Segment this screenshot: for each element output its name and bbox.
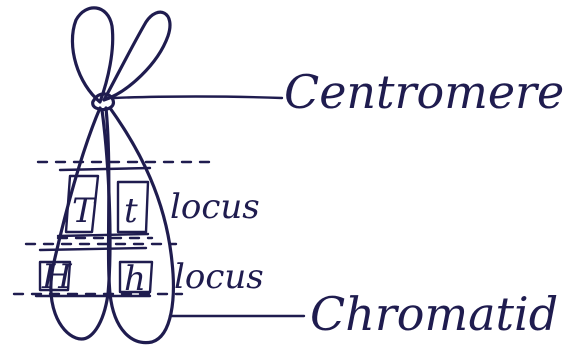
left-upper-arm [72, 8, 112, 102]
locus-label-2: locus [174, 257, 264, 297]
right-upper-arm [104, 12, 170, 100]
chromatid-label: Chromatid [310, 287, 558, 341]
locus-1-top-mark [60, 168, 150, 170]
allele-T: T [72, 191, 97, 231]
locus-label-1: locus [170, 187, 260, 227]
allele-h: h [124, 259, 146, 299]
right-lower-chromatid [106, 108, 173, 343]
allele-t: t [124, 191, 138, 231]
centromere-label: Centromere [284, 65, 564, 119]
centromere-leader-line [114, 97, 282, 99]
locus-1-bottom-mark [58, 234, 148, 236]
allele-H: H [41, 257, 73, 297]
